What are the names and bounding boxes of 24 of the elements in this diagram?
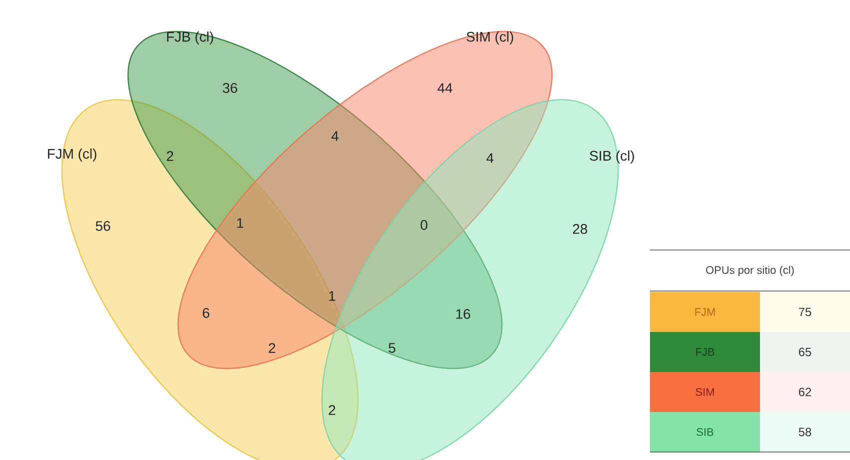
table-cell: 65 xyxy=(760,332,850,372)
table-cell: 62 xyxy=(760,372,850,412)
region-count: 36 xyxy=(222,83,238,93)
region-count: 0 xyxy=(420,220,428,230)
region-count: 56 xyxy=(96,221,110,231)
table-header: OPUs por sitio (cl) xyxy=(706,266,794,276)
table-cell: SIM xyxy=(650,372,760,412)
table-cell: 75 xyxy=(760,292,850,332)
region-count: 6 xyxy=(202,308,210,318)
region-count: 2 xyxy=(328,405,336,415)
region-count: 2 xyxy=(268,343,276,353)
region-count: 5 xyxy=(388,343,396,353)
region-count: 2 xyxy=(166,151,174,161)
region-count: 4 xyxy=(331,131,338,141)
region-count: 4 xyxy=(486,153,494,163)
region-count: 44 xyxy=(438,83,452,93)
region-count: 28 xyxy=(572,224,588,234)
table-cell: FJM xyxy=(650,292,760,332)
table-cell: FJB xyxy=(650,332,760,372)
region-count: 1 xyxy=(329,291,336,301)
region-count: 1 xyxy=(237,218,244,228)
table-cell: 58 xyxy=(760,412,850,452)
table-cell: SIB xyxy=(650,412,760,452)
region-count: 16 xyxy=(456,309,470,319)
